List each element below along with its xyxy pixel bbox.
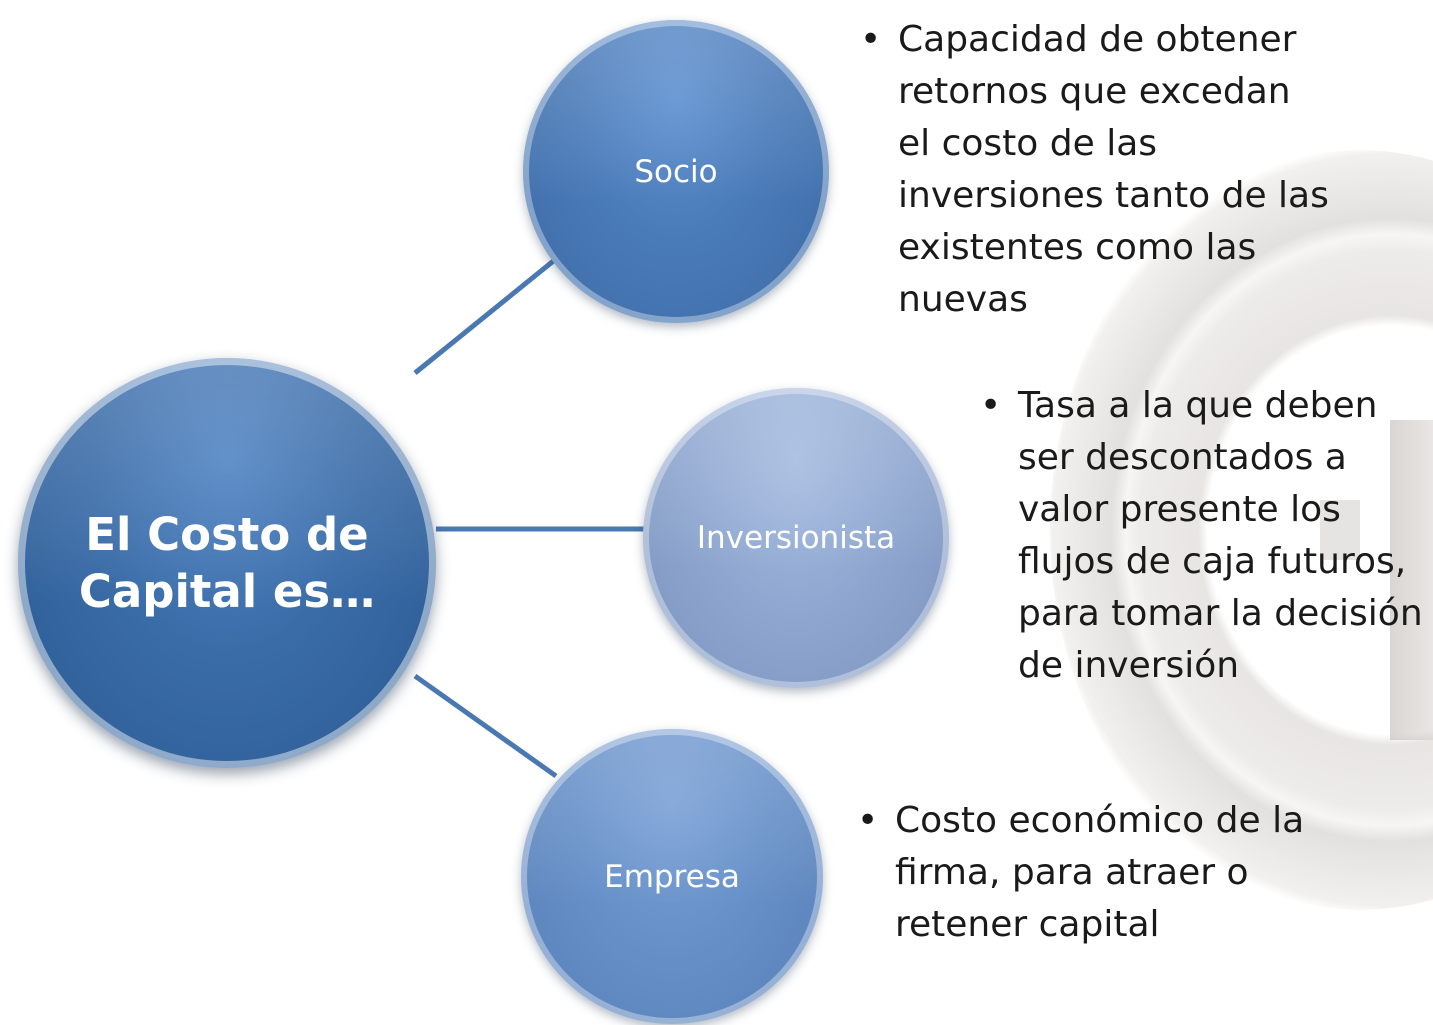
description-socio: Capacidad de obtener retornos que exceda…	[860, 14, 1330, 326]
center-node-label: El Costo de Capital es…	[78, 508, 376, 618]
bullet-item: Costo económico de la firma, para atraer…	[857, 795, 1327, 951]
branch-node-label: Empresa	[604, 858, 740, 895]
connector-empresa	[413, 673, 558, 779]
branch-node-label: Inversionista	[696, 520, 896, 556]
description-inversionista: Tasa a la que deben ser descontados a va…	[980, 380, 1432, 692]
description-empresa: Costo económico de la firma, para atraer…	[857, 795, 1327, 951]
center-node: El Costo de Capital es…	[18, 358, 436, 768]
bullet-item: Tasa a la que deben ser descontados a va…	[980, 380, 1432, 692]
branch-node-socio: Socio	[523, 20, 829, 323]
connector-socio	[413, 252, 564, 375]
branch-node-inversionista: Inversionista	[643, 388, 949, 688]
bullet-item: Capacidad de obtener retornos que exceda…	[860, 14, 1330, 326]
branch-node-empresa: Empresa	[521, 729, 823, 1024]
branch-node-label: Socio	[634, 153, 718, 190]
